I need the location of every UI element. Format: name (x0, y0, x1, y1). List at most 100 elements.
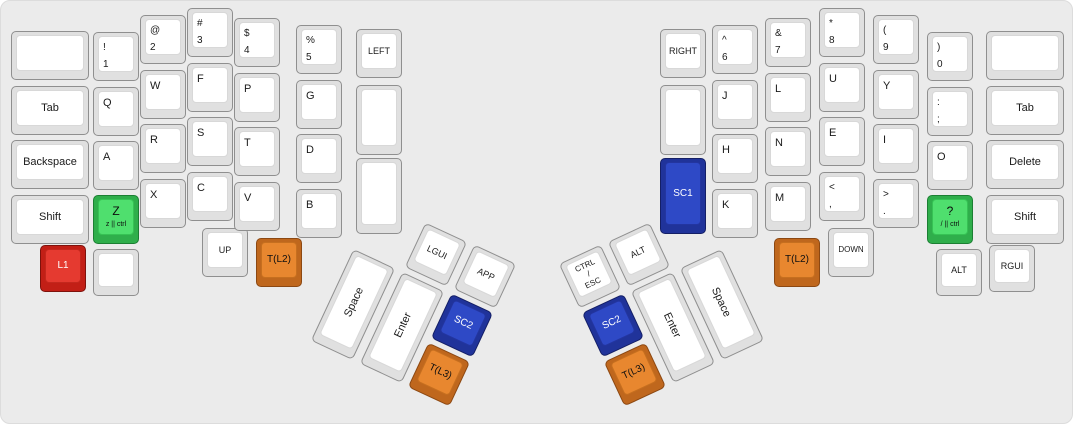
keycap-face: N (770, 131, 806, 167)
key-label: > . (883, 189, 889, 217)
key-b[interactable]: B (296, 189, 342, 238)
key-label-group: Delete (992, 145, 1058, 179)
key-e[interactable]: E (819, 117, 865, 166)
key-1[interactable]: ! 1 (93, 32, 139, 81)
key-7[interactable]: & 7 (765, 18, 811, 67)
keycap-face: G (301, 84, 337, 120)
key-9[interactable]: ( 9 (873, 15, 919, 64)
key-h[interactable]: H (712, 134, 758, 183)
key-blank-left-inner-mid[interactable] (356, 85, 402, 155)
key-label: SC2 (600, 313, 623, 332)
key-f[interactable]: F (187, 63, 233, 112)
key-c[interactable]: C (187, 172, 233, 221)
key-label: R (150, 134, 158, 146)
key-u[interactable]: U (819, 63, 865, 112)
key-label: D (306, 144, 314, 156)
key-3[interactable]: # 3 (187, 8, 233, 57)
key-period[interactable]: > . (873, 179, 919, 228)
key-a[interactable]: A (93, 141, 139, 190)
key-delete[interactable]: Delete (986, 140, 1064, 189)
key-backspace[interactable]: Backspace (11, 140, 89, 189)
key-r[interactable]: R (140, 124, 186, 173)
key-label: ) 0 (937, 42, 943, 70)
key-slash-ctrl[interactable]: ?/ || ctrl (927, 195, 973, 244)
key-q[interactable]: Q (93, 87, 139, 136)
key-m[interactable]: M (765, 182, 811, 231)
key-t[interactable]: T (234, 127, 280, 176)
key-n[interactable]: N (765, 127, 811, 176)
key-w[interactable]: W (140, 70, 186, 119)
key-j[interactable]: J (712, 80, 758, 129)
keycap-face (665, 89, 701, 146)
key-y[interactable]: Y (873, 70, 919, 119)
key-p[interactable]: P (234, 73, 280, 122)
key-semicolon[interactable]: : ; (927, 87, 973, 136)
key-alt-right[interactable]: ALT (936, 249, 982, 296)
key-blank-right-inner-mid[interactable] (660, 85, 706, 155)
key-blank-left-top-outer[interactable] (11, 31, 89, 80)
key-rgui[interactable]: RGUI (989, 245, 1035, 292)
key-label-group: LGUI (414, 229, 459, 274)
key-t-l2-left[interactable]: T(L2) (256, 238, 302, 287)
key-blank-left-bottom[interactable] (93, 249, 139, 296)
key-i[interactable]: I (873, 124, 919, 173)
keycap-face: $ 4 (239, 22, 275, 58)
key-label: % 5 (306, 35, 315, 63)
key-g[interactable]: G (296, 80, 342, 129)
key-label: LGUI (425, 242, 449, 261)
key-label-group: L1 (46, 250, 80, 282)
key-label: SC1 (673, 187, 693, 199)
key-8[interactable]: * 8 (819, 8, 865, 57)
key-tab-left[interactable]: Tab (11, 86, 89, 135)
key-l[interactable]: L (765, 73, 811, 122)
key-5[interactable]: % 5 (296, 25, 342, 74)
key-blank-right-top-outer[interactable] (986, 31, 1064, 80)
keycap-face: L1 (45, 249, 81, 283)
keycap-face: K (717, 193, 753, 229)
key-blank-left-inner-low[interactable] (356, 158, 402, 234)
key-label-group: SC1 (666, 163, 700, 224)
keycap-face: SC2 (439, 298, 487, 347)
key-label: T(L2) (785, 254, 809, 266)
key-x[interactable]: X (140, 179, 186, 228)
key-label: ( 9 (883, 25, 889, 53)
key-o[interactable]: O (927, 141, 973, 190)
key-t-l2-right[interactable]: T(L2) (774, 238, 820, 287)
key-l1[interactable]: L1 (40, 245, 86, 292)
key-shift-right[interactable]: Shift (986, 195, 1064, 244)
keycap-face (98, 253, 134, 287)
key-right-arrow[interactable]: RIGHT (660, 29, 706, 78)
key-2[interactable]: @ 2 (140, 15, 186, 64)
keycap-face: Shift (991, 199, 1059, 235)
key-4[interactable]: $ 4 (234, 18, 280, 67)
key-down[interactable]: DOWN (828, 228, 874, 277)
key-v[interactable]: V (234, 182, 280, 231)
key-label-group: UP (208, 233, 242, 267)
key-up[interactable]: UP (202, 228, 248, 277)
keycap-face: Shift (16, 199, 84, 235)
key-k[interactable]: K (712, 189, 758, 238)
key-6[interactable]: ^ 6 (712, 25, 758, 74)
keycap-face: D (301, 138, 337, 174)
keycap-face: S (192, 121, 228, 157)
key-label: X (150, 189, 158, 201)
key-shift-left[interactable]: Shift (11, 195, 89, 244)
key-0[interactable]: ) 0 (927, 32, 973, 81)
key-label-group: Tab (17, 91, 83, 125)
key-label: ^ 6 (722, 35, 728, 63)
key-s[interactable]: S (187, 117, 233, 166)
key-sc1[interactable]: SC1 (660, 158, 706, 234)
key-label: A (103, 151, 111, 163)
key-lgui[interactable]: LGUI (404, 222, 468, 286)
keycap-face: < , (824, 176, 860, 212)
key-left-arrow[interactable]: LEFT (356, 29, 402, 78)
key-label: U (829, 73, 837, 85)
keycap-face: P (239, 77, 275, 113)
key-label: Shift (1013, 210, 1036, 223)
key-comma[interactable]: < , (819, 172, 865, 221)
keycap-face: T(L2) (261, 242, 297, 278)
key-tab-right[interactable]: Tab (986, 86, 1064, 135)
key-label: ALT (951, 264, 967, 275)
key-d[interactable]: D (296, 134, 342, 183)
